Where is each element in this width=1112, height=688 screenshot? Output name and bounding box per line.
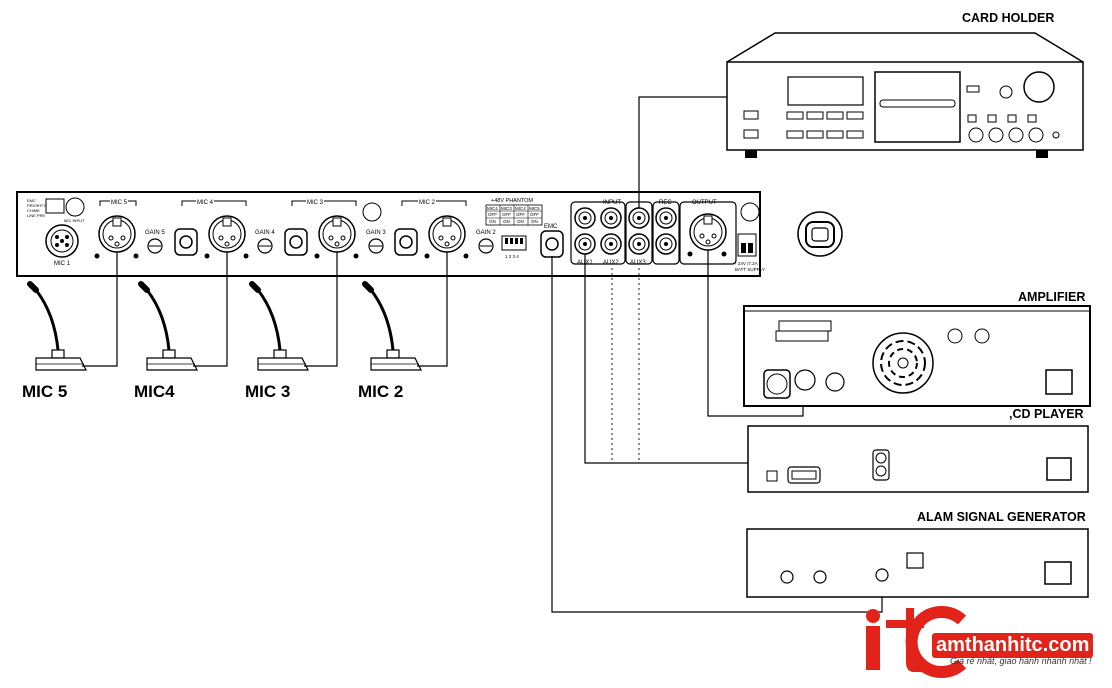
phantom-off-2: OFF xyxy=(502,212,511,217)
phantom-off-1: OFF xyxy=(488,212,497,217)
mic-input-label: MIC INPUT xyxy=(64,218,85,223)
mic3-panel-label: MIC 3 xyxy=(307,200,324,206)
aux2-label: AUX2 xyxy=(603,260,619,266)
mic5-input: MIC 5 GAIN 5 xyxy=(94,200,198,259)
phantom-off-3: OFF xyxy=(516,212,525,217)
dip-switch-numbers: 1 2 3 4 xyxy=(505,254,519,259)
phantom-on-3: ON xyxy=(517,219,524,224)
emc-jack: EMC xyxy=(540,224,564,258)
brand-domain[interactable]: amthanhitc.com xyxy=(932,633,1094,658)
phantom-on-4: ON xyxy=(531,219,538,224)
wire-mic5 xyxy=(82,252,118,367)
output-label: OUTPUT xyxy=(692,200,717,206)
mixer-front-panel: EMC PRIORITY CHIME LINE PRE MIC INPUT MI… xyxy=(16,191,843,277)
line-pre-label: LINE PRE xyxy=(27,213,46,218)
phantom-power-table: +48V PHANTOM MIC4 MIC3 MIC4 MIC5 OFF OFF… xyxy=(485,198,543,259)
mic4-panel-label: MIC 4 xyxy=(197,200,214,206)
wire-mic3 xyxy=(304,252,338,367)
power-connector xyxy=(797,211,843,257)
emc-label: EMC xyxy=(544,224,558,230)
mic1-connector: MIC 1 xyxy=(45,224,79,267)
phantom-title: +48V PHANTOM xyxy=(491,198,533,204)
mic5-panel-label: MIC 5 xyxy=(111,200,128,206)
aux3-label: AUX3 xyxy=(630,260,646,266)
cd-player-label: ,CD PLAYER xyxy=(1009,407,1084,421)
mic2-panel-label: MIC 2 xyxy=(419,200,436,206)
mic2-input: MIC 2 GAIN 2 xyxy=(401,200,496,259)
battery-terminal: + 24V /7.2A - BATT SUPPLY xyxy=(734,202,765,272)
phantom-col-2: MIC3 xyxy=(501,206,512,211)
wire-card-holder xyxy=(638,96,727,208)
batt-supply-label: BATT SUPPLY xyxy=(735,267,765,272)
phantom-col-4: MIC5 xyxy=(529,206,540,211)
gain4-label: GAIN 4 xyxy=(255,230,275,236)
amplifier-label: AMPLIFIER xyxy=(1018,290,1085,304)
alarm-generator-label: ALAM SIGNAL GENERATOR xyxy=(917,510,1086,524)
phantom-on-2: ON xyxy=(503,219,510,224)
gain2-label: GAIN 2 xyxy=(476,230,496,236)
gain3-label: GAIN 3 xyxy=(366,230,386,236)
mic2-gooseneck xyxy=(365,284,421,370)
mic4-label: MIC4 xyxy=(134,382,175,401)
wire-mic4 xyxy=(193,252,228,367)
card-holder-device: CARD HOLDER xyxy=(726,11,1084,158)
microphones: MIC 5 MIC4 MIC 3 MIC 2 xyxy=(22,284,421,401)
input-label: INPUT xyxy=(603,200,621,206)
mic5-gooseneck xyxy=(30,284,86,370)
alarm-generator-device: ALAM SIGNAL GENERATOR xyxy=(746,510,1089,598)
mic3-label: MIC 3 xyxy=(245,382,290,401)
batt-voltage-label: + 24V /7.2A - xyxy=(734,261,761,266)
mic2-label: MIC 2 xyxy=(358,382,403,401)
mic1-label: MIC 1 xyxy=(54,261,71,267)
gain5-label: GAIN 5 xyxy=(145,230,165,236)
itc-logo-icon xyxy=(866,606,967,678)
mic-input-switch-area: EMC PRIORITY CHIME LINE PRE MIC INPUT xyxy=(27,197,85,223)
cd-player-device: ,CD PLAYER xyxy=(747,407,1089,493)
priority-label: PRIORITY xyxy=(27,203,46,208)
chime-label: CHIME xyxy=(27,208,40,213)
phantom-col-3: MIC4 xyxy=(515,206,526,211)
emc-small-label: EMC xyxy=(27,198,36,203)
mic3-gooseneck xyxy=(252,284,308,370)
rec-label: REC xyxy=(659,200,672,206)
mic3-input: MIC 3 GAIN 3 xyxy=(291,200,418,259)
amplifier-device: AMPLIFIER xyxy=(743,290,1091,407)
mic4-gooseneck xyxy=(141,284,197,370)
brand-tagline: Giá rẻ nhất, giao hành nhanh nhất ! xyxy=(950,656,1092,666)
phantom-on-1: ON xyxy=(489,219,496,224)
mic5-label: MIC 5 xyxy=(22,382,67,401)
card-holder-label: CARD HOLDER xyxy=(962,11,1054,25)
mic4-input: MIC 4 GAIN 4 xyxy=(181,200,308,259)
wire-mic2 xyxy=(417,252,448,367)
phantom-col-1: MIC4 xyxy=(487,206,498,211)
phantom-off-4: OFF xyxy=(530,212,539,217)
